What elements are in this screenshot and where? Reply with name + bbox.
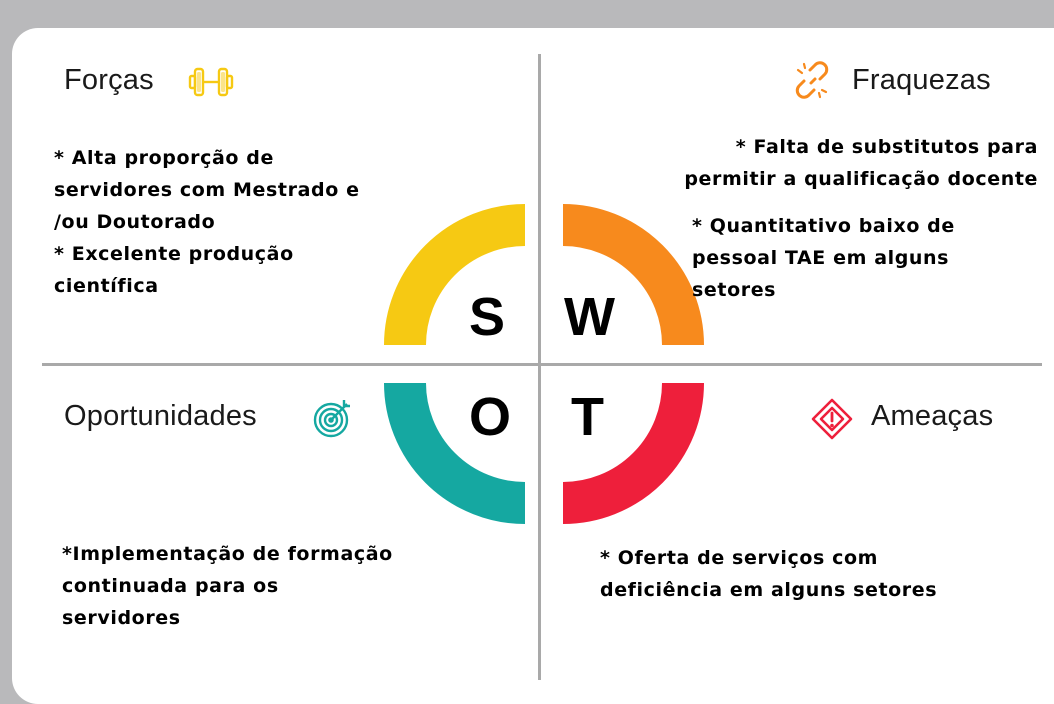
opportunities-text: *Implementação de formação continuada pa… — [62, 543, 393, 629]
letter-s: S — [469, 287, 506, 347]
broken-link-icon — [795, 61, 829, 99]
weaknesses-text-2: * Quantitativo baixo de pessoal TAE em a… — [692, 215, 955, 301]
opportunities-heading: Oportunidades — [64, 400, 257, 432]
strengths-text: * Alta proporção de servidores com Mestr… — [54, 147, 360, 297]
weaknesses-heading: Fraquezas — [852, 64, 991, 96]
strengths-heading: Forças — [64, 64, 154, 96]
opportunities-arc — [384, 382, 526, 524]
swot-card — [12, 28, 1054, 704]
threats-text: * Oferta de serviços com deficiência em … — [600, 547, 938, 601]
letter-t: T — [571, 387, 604, 447]
letter-w: W — [564, 287, 615, 347]
threats-heading: Ameaças — [871, 400, 994, 432]
threats-arc — [562, 382, 704, 524]
horizontal-divider — [42, 363, 1042, 366]
strengths-arc — [384, 204, 526, 346]
dumbbell-icon — [188, 67, 234, 97]
vertical-divider — [538, 54, 541, 680]
weaknesses-text-1: * Falta de substitutos para permitir a q… — [684, 136, 1038, 190]
warning-diamond-icon — [811, 398, 853, 440]
letter-o: O — [469, 387, 512, 447]
target-icon — [313, 400, 350, 438]
weaknesses-arc — [562, 204, 704, 346]
